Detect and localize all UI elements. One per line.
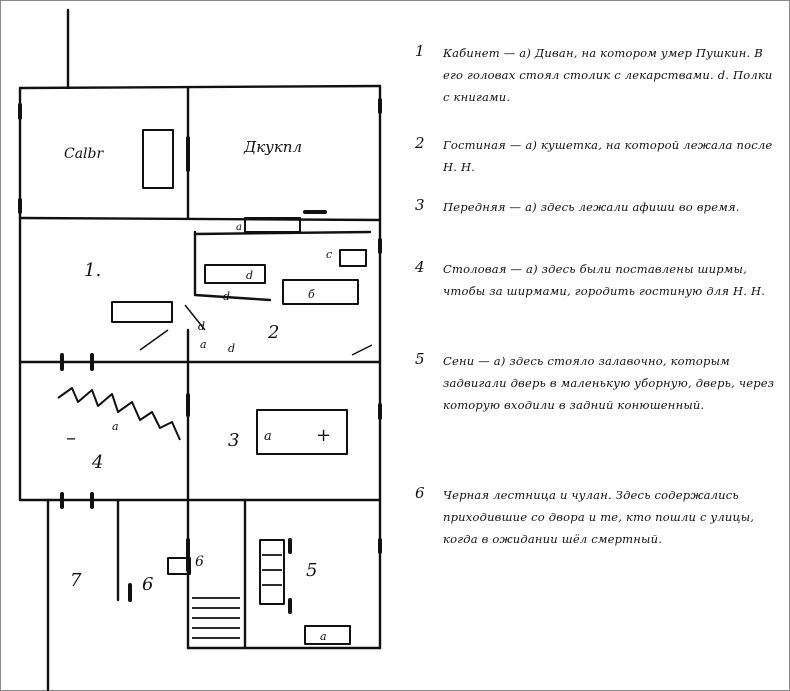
room-label-3: 3: [228, 430, 239, 451]
furniture-rect: [282, 279, 359, 305]
legend-note-6: 6 Черная лестница и чулан. Здесь содержа…: [415, 484, 775, 618]
room-label-7: 7: [70, 570, 82, 591]
furniture-label: a: [112, 420, 119, 433]
wall-line: [18, 216, 382, 222]
folding-screen: [57, 387, 181, 441]
legend-notes: 1 Кабинет — а) Диван, на котором умер Пу…: [415, 42, 775, 618]
furniture-rect: [167, 557, 191, 575]
furniture-rect: [244, 217, 301, 233]
furniture-label: d: [246, 269, 253, 282]
furniture-label: c: [326, 248, 332, 261]
furniture-label: d: [198, 320, 205, 333]
furniture-rect: [259, 539, 285, 605]
room-label-sitting: Сalbr: [64, 146, 104, 162]
furniture-label: –: [66, 425, 76, 449]
furniture-rect: [204, 264, 266, 284]
room-label-4: 4: [91, 452, 103, 473]
furniture-label: б: [308, 288, 315, 301]
room-label-5: 5: [306, 560, 317, 581]
furniture-label: a: [264, 429, 272, 444]
furniture-label: a: [236, 222, 242, 233]
room-label-6b: 6: [195, 554, 204, 570]
furniture-label: a: [200, 338, 207, 351]
note-number: 4: [415, 258, 425, 276]
wall-line: [193, 230, 272, 302]
furniture-rect: [339, 249, 367, 267]
room-label-study: Дкукпл: [243, 138, 302, 156]
furniture-label: d: [228, 342, 235, 355]
note-text: Гостиная — а) кушетка, на которой лежала…: [443, 138, 773, 174]
room-label-6: 6: [142, 574, 153, 595]
note-number: 2: [415, 134, 425, 152]
legend-note-2: 2 Гостиная — а) кушетка, на которой лежа…: [415, 134, 775, 196]
wall-line: [18, 84, 382, 90]
furniture-label: d: [223, 290, 230, 303]
note-text: Черная лестница и чулан. Здесь содержали…: [443, 488, 755, 546]
sketch-stroke: [139, 304, 373, 356]
furniture-rect: [111, 301, 173, 323]
note-text: Столовая — а) здесь были поставлены ширм…: [443, 262, 766, 298]
furniture-rect: [304, 625, 351, 645]
legend-note-5: 5 Сени — а) здесь стояло залавочно, кото…: [415, 350, 775, 484]
note-text: Передняя — а) здесь лежали афиши во врем…: [443, 200, 740, 214]
legend-note-3: 3 Передняя — а) здесь лежали афиши во вр…: [415, 196, 775, 258]
note-text: Сени — а) здесь стояло залавочно, которы…: [443, 354, 775, 412]
note-number: 1: [415, 42, 425, 60]
note-number: 5: [415, 350, 425, 368]
furniture-label: a: [320, 630, 327, 643]
legend-note-1: 1 Кабинет — а) Диван, на котором умер Пу…: [415, 42, 775, 134]
furniture-label: +: [316, 425, 331, 446]
furniture-rect: [142, 129, 174, 189]
room-label-2: 2: [267, 322, 279, 343]
room-label-1: 1.: [84, 260, 101, 281]
legend-note-4: 4 Столовая — а) здесь были поставлены ши…: [415, 258, 775, 350]
note-number: 3: [415, 196, 425, 214]
note-number: 6: [415, 484, 425, 502]
note-text: Кабинет — а) Диван, на котором умер Пушк…: [443, 46, 773, 104]
furniture-rect: [256, 409, 348, 455]
